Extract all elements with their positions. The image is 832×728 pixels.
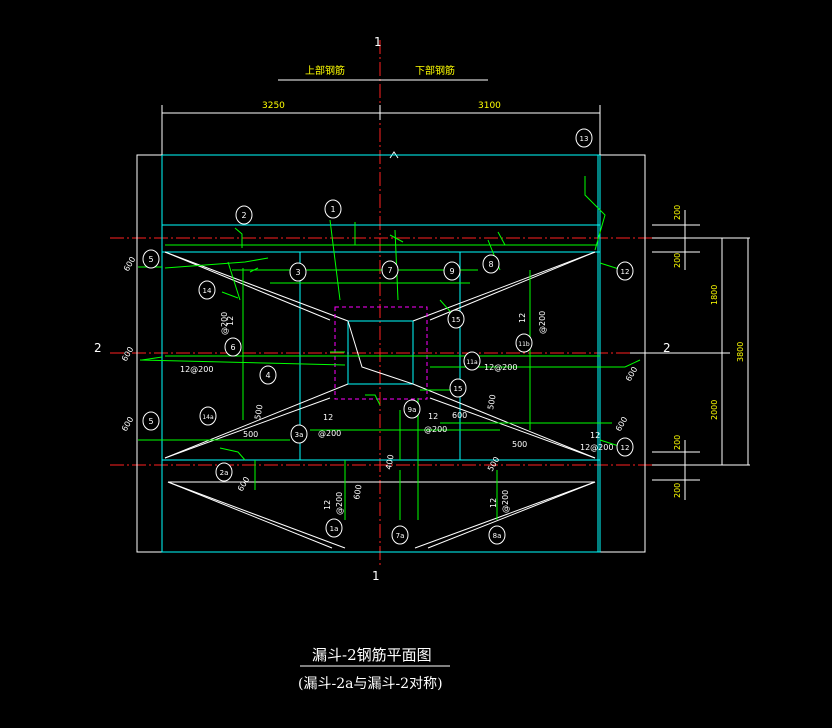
dim-top-left: 3250 (262, 101, 285, 111)
label-600-left-top: 600 (122, 255, 137, 273)
bubble-5a: 5 (148, 255, 153, 264)
label-200-a: @200 (220, 312, 229, 335)
outer-frame (136, 79, 646, 553)
cyan-outlines (161, 154, 601, 553)
label-12-right: 12 (590, 431, 600, 440)
label-12-b: 12 (518, 313, 527, 323)
bubble-14: 14 (203, 287, 212, 295)
rebar-lines (138, 176, 641, 520)
label-600-right-bottom: 600 (614, 415, 629, 433)
bubble-5b: 5 (148, 417, 153, 426)
label-600-mid-right: 600 (452, 411, 467, 420)
bottom-rebar-label: 下部钢筋 (415, 64, 455, 77)
bubble-1: 1 (330, 205, 335, 214)
label-500-b: 500 (243, 430, 258, 439)
axis-2-left: 2 (94, 341, 102, 355)
bubble-7: 7 (387, 266, 392, 275)
bubble-12a: 12 (621, 268, 630, 276)
hopper-opening (334, 306, 428, 400)
label-200-f: @200 (501, 490, 510, 513)
bubble-labels: 1 2 3 4 5 5 6 7 8 9 14 15 15 11b 11a 12 … (148, 135, 629, 540)
dim-right-4: 3800 (736, 342, 745, 362)
label-600-bottom-left: 600 (236, 475, 251, 493)
label-500-c: 500 (486, 394, 498, 411)
label-500-e: 500 (486, 455, 501, 473)
label-12-c: 12 (323, 413, 333, 422)
dim-right-6: 200 (673, 435, 682, 450)
bubble-12b: 12 (621, 444, 630, 452)
bubble-1a: 1a (330, 525, 339, 533)
label-500-a: 500 (253, 404, 265, 421)
label-200-e: @200 (335, 492, 344, 515)
dim-right-1: 200 (673, 205, 682, 220)
bubble-14a: 14a (202, 414, 214, 421)
dim-top-right: 3100 (478, 101, 501, 111)
bubble-6: 6 (230, 343, 235, 352)
dim-right-3: 1800 (710, 285, 719, 305)
bubble-11b: 11b (518, 341, 530, 348)
label-12-e: 12 (323, 500, 332, 510)
label-12at200-mid: 12@200 (484, 363, 517, 372)
dim-right-2: 200 (673, 253, 682, 268)
bubble-8a: 8a (493, 532, 502, 540)
axis-1-top: 1 (374, 35, 382, 49)
drawing-subtitle: (漏斗-2a与漏斗-2对称) (298, 676, 443, 692)
bubble-2: 2 (241, 211, 246, 220)
hopper-diagonals (164, 251, 596, 549)
bubble-3a: 3a (295, 431, 304, 439)
label-600-left-bottom: 600 (120, 415, 135, 433)
label-200-d: @200 (424, 425, 447, 434)
label-12-d: 12 (428, 412, 438, 421)
label-200-b: @200 (538, 311, 547, 334)
label-500-d: 500 (512, 440, 527, 449)
bubble-2a: 2a (220, 469, 229, 477)
label-12-a: 12 (226, 316, 235, 326)
axis-2-right: 2 (663, 341, 671, 355)
bubble-9: 9 (449, 267, 454, 276)
bubble-7a: 7a (396, 532, 405, 540)
bubble-15b: 15 (454, 385, 463, 393)
dim-right-7: 200 (673, 483, 682, 498)
label-12-f: 12 (489, 498, 498, 508)
drawing-title: 漏斗-2钢筋平面图 (312, 646, 432, 664)
dims-top-lines (161, 105, 601, 155)
label-600-left-mid: 600 (120, 345, 135, 363)
bubble-8: 8 (488, 260, 493, 269)
dims-right-lines (630, 210, 750, 500)
label-400: 400 (384, 454, 396, 471)
dim-right-5: 2000 (710, 400, 719, 420)
label-12at200-right: 12@200 (580, 443, 613, 452)
label-600-bottom-mid: 600 (352, 484, 364, 501)
top-rebar-label: 上部钢筋 (305, 64, 345, 77)
label-12at200-left: 12@200 (180, 365, 213, 374)
bubbles (142, 128, 634, 545)
bubble-13: 13 (580, 135, 589, 143)
bubble-15a: 15 (452, 316, 461, 324)
bubble-4: 4 (265, 371, 270, 380)
label-600-right-mid: 600 (624, 365, 639, 383)
label-200-c: @200 (318, 429, 341, 438)
bubble-3: 3 (295, 268, 300, 277)
bubble-11a: 11a (466, 359, 478, 366)
bubble-9a: 9a (408, 406, 417, 414)
axis-1-bottom: 1 (372, 569, 380, 583)
